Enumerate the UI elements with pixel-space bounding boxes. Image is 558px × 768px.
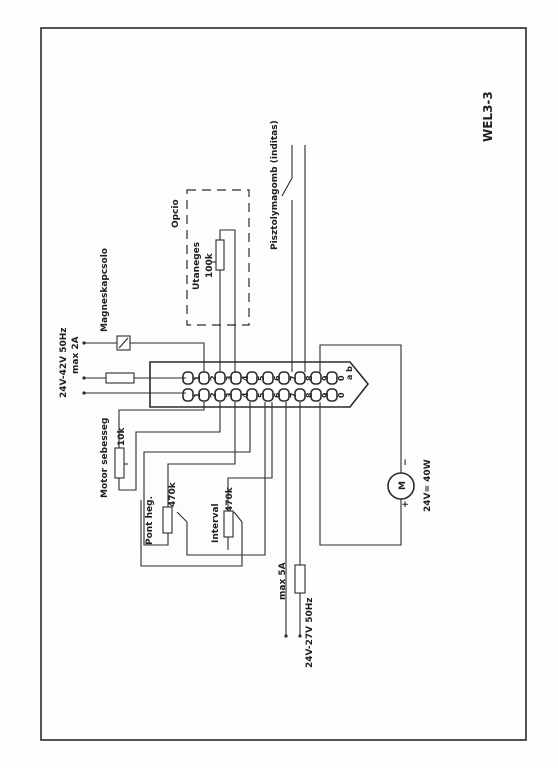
spot-weld-pot-value: 470k: [168, 481, 178, 507]
motor-speed-potentiometer: [114, 447, 125, 479]
bottom-terminal-label-8: 8: [305, 392, 314, 398]
drawing-frame: [40, 27, 527, 741]
bottom-terminal-9: [310, 388, 322, 402]
top-terminal-6: [262, 371, 274, 385]
option-label: Opcio: [171, 199, 181, 228]
terminal-row-top: 1 2 3 4 5 6 7 8 9 0: [182, 371, 346, 385]
top-terminal-label-6: 6: [273, 375, 282, 381]
trigger-switch: [281, 145, 293, 197]
motor-speed-pot-value: 10k: [117, 426, 127, 446]
bottom-terminal-label-9: 9: [321, 392, 330, 398]
interval-pot-value: 470k: [225, 486, 235, 512]
bottom-terminal-1: [182, 388, 194, 402]
top-terminal-label-9: 9: [321, 375, 330, 381]
top-terminal-5: [246, 371, 258, 385]
bottom-terminal-10: [326, 388, 338, 402]
bottom-terminal-7: [278, 388, 290, 402]
bottom-terminal-label-5: 5: [257, 392, 266, 398]
bottom-terminal-label-2: 2: [209, 392, 218, 398]
interval-label: Interval: [211, 503, 221, 543]
bottom-terminal-2: [198, 388, 210, 402]
contactor-label: Magneskapcsolo: [100, 248, 110, 332]
terminal-row-bottom: 1 2 3 4 5 6 7 8 9 0: [182, 388, 346, 402]
top-terminal-label-8: 8: [305, 375, 314, 381]
drawing-title: WEL3-3: [481, 91, 495, 142]
supply-bottom-voltage: 24V-27V 50Hz: [305, 598, 315, 669]
bottom-terminal-6: [262, 388, 274, 402]
motor-rating: 24V= 40W: [423, 459, 433, 512]
top-terminal-9: [310, 371, 322, 385]
interval-potentiometer: [223, 510, 234, 538]
top-terminal-label-5: 5: [257, 375, 266, 381]
supply-top-current: max 2A: [71, 336, 81, 374]
top-terminal-7: [278, 371, 290, 385]
terminal-block: [149, 361, 370, 408]
bottom-terminal-5: [246, 388, 258, 402]
motor-minus: −: [401, 458, 411, 466]
terminal-ab-label: a b: [345, 366, 354, 380]
supply-top-voltage: 24V-42V 50Hz: [59, 328, 69, 399]
top-terminal-8: [294, 371, 306, 385]
bottom-terminal-label-4: 4: [241, 392, 250, 398]
option-box: [186, 189, 250, 326]
top-terminal-label-2: 2: [209, 375, 218, 381]
bottom-terminal-label-6: 6: [273, 392, 282, 398]
bottom-terminal-3: [214, 388, 226, 402]
top-terminal-label-3: 3: [225, 375, 234, 381]
bottom-terminal-label-1: 1: [193, 392, 202, 398]
spot-weld-label: Pont heg.: [145, 496, 155, 545]
top-terminal-label-4: 4: [241, 375, 250, 381]
spot-weld-potentiometer: [162, 506, 173, 534]
fuse-bottom: [294, 564, 306, 594]
top-terminal-label-7: 7: [289, 375, 298, 381]
interval-switch: [233, 511, 243, 523]
motor-letter: M: [398, 481, 408, 490]
afterweld-pot-value: 100k: [205, 252, 215, 278]
top-terminal-label-1: 1: [193, 375, 202, 381]
top-terminal-4: [230, 371, 242, 385]
top-terminal-10: [326, 371, 338, 385]
fuse-bottom-rating: max 5A: [278, 562, 288, 600]
spot-weld-switch: [176, 511, 188, 523]
afterweld-label: Utaneges: [192, 242, 202, 290]
top-terminal-label-10: 0: [337, 375, 346, 381]
trigger-label: Pisztolymagomb (inditas): [270, 120, 280, 250]
motor-speed-label: Motor sebesseg: [100, 418, 110, 498]
bottom-terminal-8: [294, 388, 306, 402]
bottom-terminal-label-10: 0: [337, 392, 346, 398]
motor-plus: +: [401, 500, 411, 508]
afterweld-potentiometer: [215, 239, 225, 271]
bottom-terminal-label-7: 7: [289, 392, 298, 398]
fuse-top: [105, 372, 135, 384]
bottom-terminal-label-3: 3: [225, 392, 234, 398]
bottom-terminal-4: [230, 388, 242, 402]
